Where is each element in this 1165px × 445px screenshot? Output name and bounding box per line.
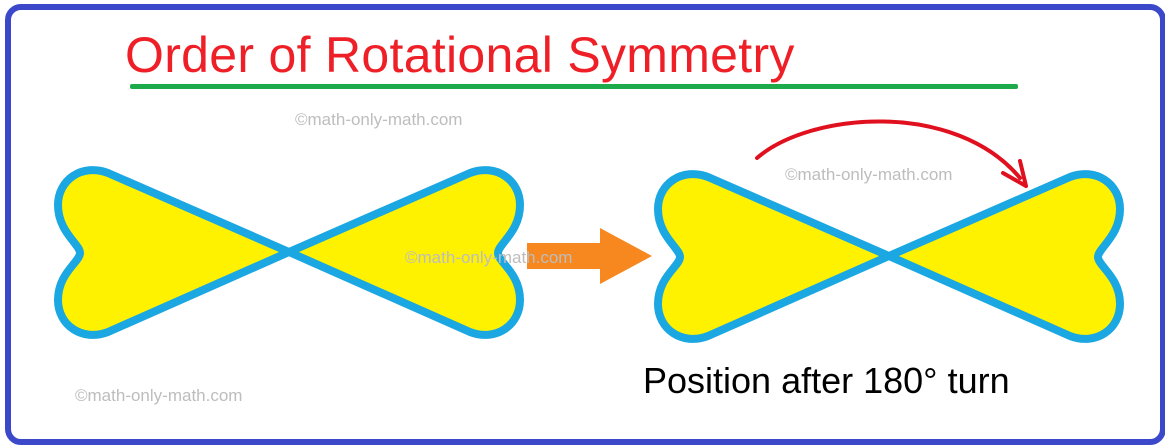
original-shape-outline <box>54 166 524 339</box>
watermark-center: ©math-only-math.com <box>405 248 573 267</box>
rotation-caption: Position after 180° turn <box>643 360 1010 401</box>
transition-arrow <box>527 228 652 284</box>
rotated-shape <box>654 170 1124 343</box>
rotation-arrow <box>755 119 1022 180</box>
watermark-top: ©math-only-math.com <box>295 110 463 129</box>
watermark-bottom-left: ©math-only-math.com <box>75 386 243 405</box>
rotated-shape-outline <box>654 170 1124 343</box>
watermark-right: ©math-only-math.com <box>785 165 953 184</box>
diagram-title: Order of Rotational Symmetry <box>125 27 795 83</box>
original-shape <box>54 166 524 339</box>
rotation-arrow-head <box>1001 159 1028 188</box>
title-underline <box>130 84 1018 89</box>
